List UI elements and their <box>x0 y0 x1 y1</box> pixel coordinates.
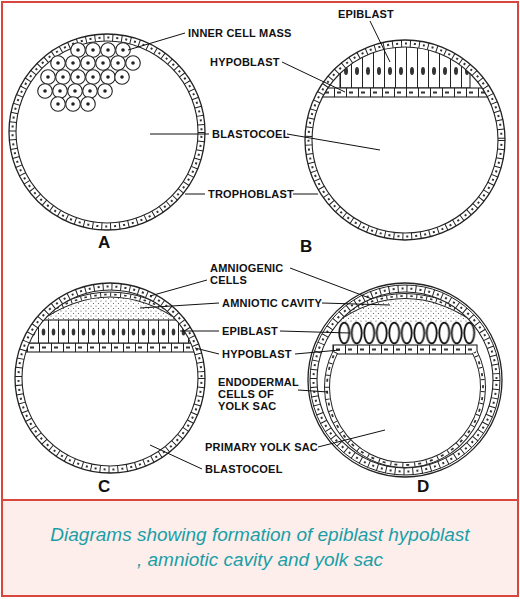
yolk-sac-lining <box>327 352 483 465</box>
figure-letter: C <box>98 478 110 496</box>
caption-panel <box>2 500 518 596</box>
embryo-d <box>308 283 502 477</box>
part-label: BLASTOCOEL <box>212 128 290 140</box>
embryo-a <box>9 34 205 230</box>
part-label: PRIMARY YOLK SAC <box>205 441 318 453</box>
part-label: INNER CELL MASS <box>188 27 292 39</box>
part-label: EPIBLAST <box>222 325 278 337</box>
part-label: ENDODERMAL CELLS OF YOLK SAC <box>218 376 300 412</box>
figure-letter: B <box>300 238 312 256</box>
part-label: HYPOBLAST <box>222 348 292 360</box>
part-label: HYPOBLAST <box>210 56 280 68</box>
figure-caption: Diagrams showing formation of epiblast h… <box>50 522 470 572</box>
embryo-b <box>305 40 505 240</box>
inner-cell-mass <box>38 43 141 112</box>
part-label: TROPHOBLAST <box>208 188 294 200</box>
figure-letter: A <box>98 234 110 252</box>
figure-letter: D <box>417 478 429 496</box>
figure-frame <box>2 2 518 500</box>
part-label: AMNIOTIC CAVITY <box>222 297 322 309</box>
embryo-c <box>15 283 205 473</box>
part-label: AMNIOGENIC CELLS <box>210 262 292 286</box>
part-label: BLASTOCOEL <box>205 463 283 475</box>
part-label: EPIBLAST <box>338 8 394 20</box>
leader-lines <box>128 21 390 469</box>
